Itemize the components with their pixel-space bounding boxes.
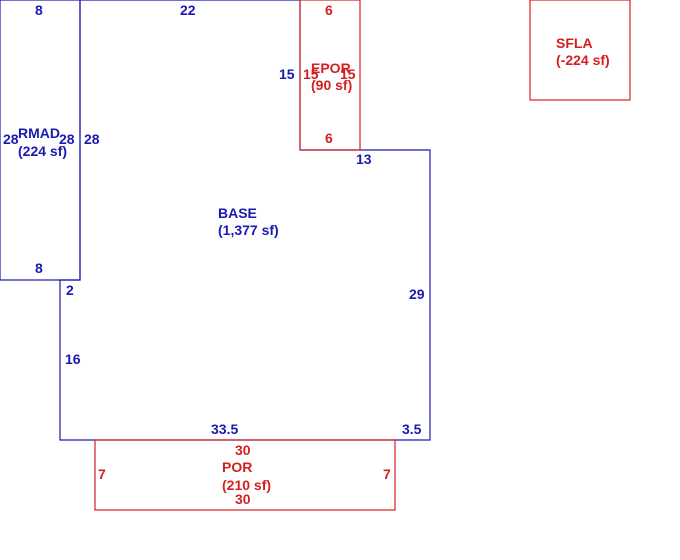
sfla-area: (-224 sf) [556,52,610,68]
rmad-area: (224 sf) [18,143,67,159]
epor-area: (90 sf) [311,77,352,93]
dim-epor-left-outside: 15 [279,66,295,82]
dim-epor-bottom: 6 [325,130,333,146]
epor-label: EPOR [311,60,351,76]
dim-por-top: 30 [235,442,251,458]
dim-por-left: 7 [98,466,106,482]
sfla-label: SFLA [556,35,593,51]
dim-base-right: 29 [409,286,425,302]
dim-rmad-top: 8 [35,2,43,18]
por-area: (210 sf) [222,477,271,493]
por-outline [94,439,396,511]
dim-por-right: 7 [383,466,391,482]
por-label: POR [222,459,252,475]
dim-base-left: 16 [65,351,81,367]
dim-rmad-right: 28 [84,131,100,147]
dim-epor-top: 6 [325,2,333,18]
epor-outline [299,0,361,151]
rmad-outline [0,0,81,281]
dim-rmad-bottom: 8 [35,260,43,276]
dim-epor-left-inside: 15 [303,66,319,82]
dim-rmad-left: 28 [3,131,19,147]
dim-base-left-step: 2 [66,282,74,298]
dim-base-top: 22 [180,2,196,18]
dim-rmad-inner-left: 28 [59,131,75,147]
dim-epor-right: 15 [340,66,356,82]
base-label: BASE [218,205,257,221]
dim-base-bottom: 33.5 [211,421,238,437]
dim-base-step: 13 [356,151,372,167]
rmad-label: RMAD [18,125,60,141]
base-area: (1,377 sf) [218,222,279,238]
dim-por-bottom: 30 [235,491,251,507]
dim-base-bottom-right: 3.5 [402,421,422,437]
sfla-outline [529,0,631,101]
